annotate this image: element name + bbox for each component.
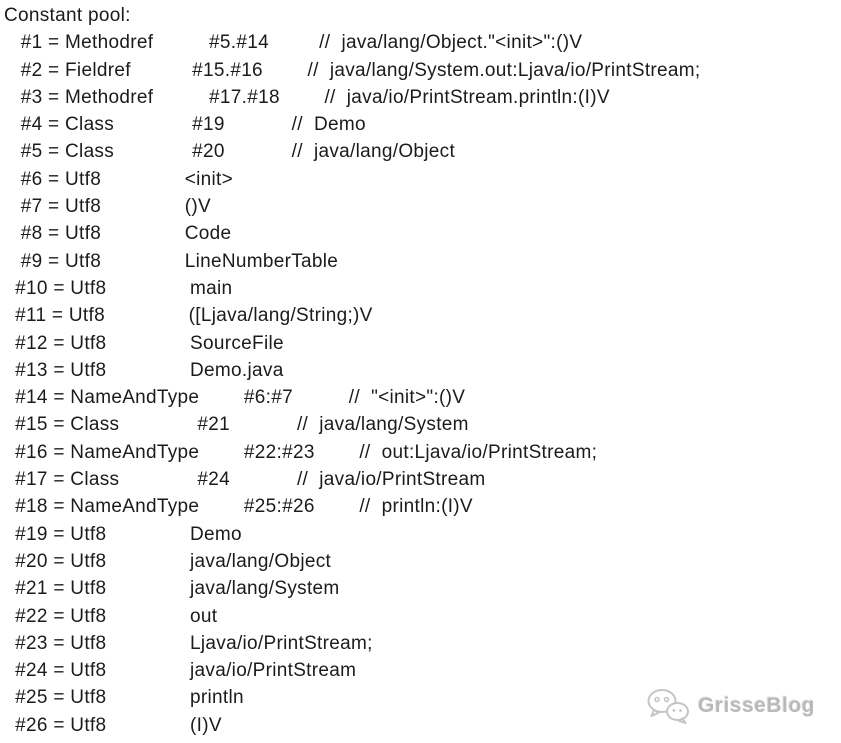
pool-entry-7: #7 = Utf8 ()V [4, 196, 211, 218]
pool-entry-1: #1 = Methodref #5.#14 // java/lang/Objec… [4, 32, 583, 54]
pool-entry-6: #6 = Utf8 <init> [4, 168, 234, 190]
pool-entry-5: #5 = Class #20 // java/lang/Object [4, 141, 456, 163]
pool-entry-8: #8 = Utf8 Code [4, 223, 232, 245]
pool-entry-17: #17 = Class #24 // java/io/PrintStream [4, 469, 486, 491]
pool-entry-15: #15 = Class #21 // java/lang/System [4, 414, 469, 436]
pool-entry-21: #21 = Utf8 java/lang/System [4, 578, 340, 600]
pool-entry-22: #22 = Utf8 out [4, 605, 218, 627]
pool-entry-13: #13 = Utf8 Demo.java [4, 359, 284, 381]
pool-entry-24: #24 = Utf8 java/io/PrintStream [4, 660, 357, 682]
pool-entry-2: #2 = Fieldref #15.#16 // java/lang/Syste… [4, 59, 701, 81]
pool-entry-26: #26 = Utf8 (I)V [4, 714, 222, 736]
pool-entry-14: #14 = NameAndType #6:#7 // "<init>":()V [4, 387, 466, 409]
pool-entry-11: #11 = Utf8 ([Ljava/lang/String;)V [4, 305, 373, 327]
pool-entry-25: #25 = Utf8 println [4, 687, 244, 709]
pool-entry-3: #3 = Methodref #17.#18 // java/io/PrintS… [4, 86, 610, 108]
pool-entry-23: #23 = Utf8 Ljava/io/PrintStream; [4, 632, 373, 654]
pool-entry-16: #16 = NameAndType #22:#23 // out:Ljava/i… [4, 441, 598, 463]
wechat-chat-bubbles-icon [646, 687, 692, 725]
watermark-text: GrisseBlog [697, 694, 815, 717]
pool-entry-10: #10 = Utf8 main [4, 277, 233, 299]
pool-entry-19: #19 = Utf8 Demo [4, 523, 242, 545]
constant-pool-title: Constant pool: [4, 5, 131, 26]
constant-pool-lines: #1 = Methodref #5.#14 // java/lang/Objec… [4, 29, 841, 739]
pool-entry-12: #12 = Utf8 SourceFile [4, 332, 284, 354]
pool-entry-20: #20 = Utf8 java/lang/Object [4, 550, 332, 572]
watermark: GrisseBlog [646, 687, 815, 725]
pool-entry-4: #4 = Class #19 // Demo [4, 114, 366, 136]
pool-entry-9: #9 = Utf8 LineNumberTable [4, 250, 339, 272]
pool-entry-18: #18 = NameAndType #25:#26 // println:(I)… [4, 496, 473, 518]
